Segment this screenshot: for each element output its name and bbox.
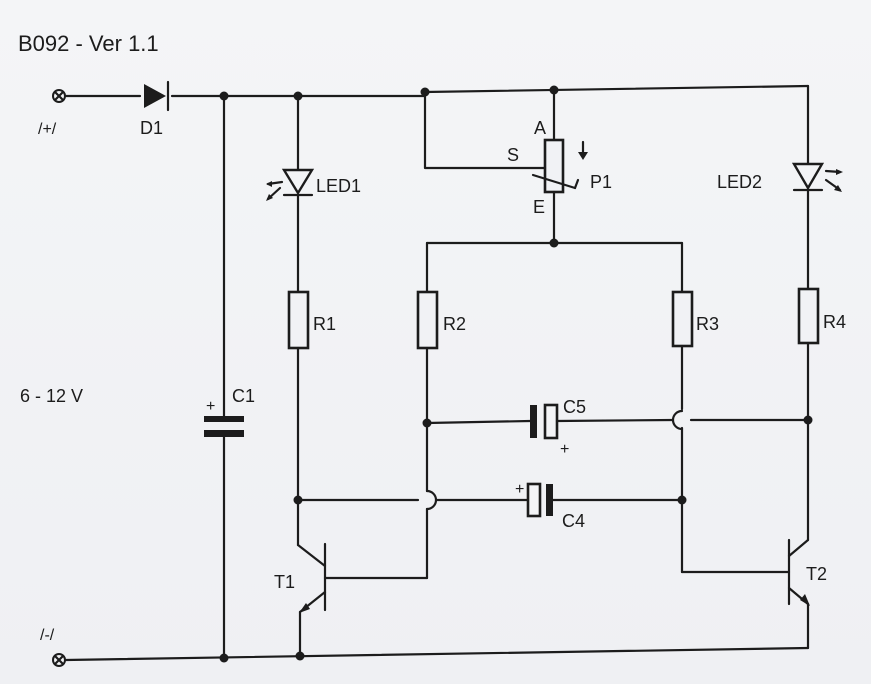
transistor-t2 [787, 538, 810, 650]
r3-label: R3 [696, 314, 719, 334]
negative-terminal[interactable] [52, 653, 66, 667]
r1-label: R1 [313, 314, 336, 334]
c5-plus-mark: + [560, 441, 569, 458]
resistor-r2 [416, 290, 439, 580]
c4-plus-mark: + [515, 481, 524, 498]
r4-label: R4 [823, 312, 846, 332]
potentiometer-p1 [423, 88, 588, 245]
capacitor-c1 [204, 94, 244, 660]
resistor-r4 [797, 287, 820, 542]
positive-terminal[interactable] [52, 89, 66, 103]
led1-branch [266, 94, 315, 294]
negative-rail [64, 646, 810, 662]
capacitor-c4 [296, 482, 684, 518]
r2-label: R2 [443, 314, 466, 334]
p1-terminal-s-label: S [507, 145, 519, 165]
diode-d1 [144, 80, 170, 112]
t1-label: T1 [274, 572, 295, 592]
resistor-r3 [671, 290, 791, 574]
transistor-t1 [296, 542, 429, 658]
junction-dots [219, 85, 813, 663]
d1-label: D1 [140, 118, 163, 138]
t2-label: T2 [806, 564, 827, 584]
resistor-r1 [287, 290, 310, 547]
capacitor-c5 [425, 403, 810, 440]
c4-label: C4 [562, 511, 585, 531]
positive-terminal-label: /+/ [38, 121, 57, 138]
led2-branch [791, 84, 843, 291]
negative-terminal-label: /-/ [40, 627, 55, 644]
p1-terminal-e-label: E [533, 197, 545, 217]
c1-plus-mark: + [206, 398, 215, 415]
led2-label: LED2 [717, 172, 762, 192]
supply-voltage-label: 6 - 12 V [20, 386, 83, 406]
led1-label: LED1 [316, 176, 361, 196]
p1-label: P1 [590, 172, 612, 192]
schematic-title: B092 - Ver 1.1 [18, 31, 159, 56]
positive-rail [64, 84, 810, 98]
c5-label: C5 [563, 397, 586, 417]
r2-r3-bridge [425, 241, 684, 294]
p1-terminal-a-label: A [534, 118, 546, 138]
c1-label: C1 [232, 386, 255, 406]
